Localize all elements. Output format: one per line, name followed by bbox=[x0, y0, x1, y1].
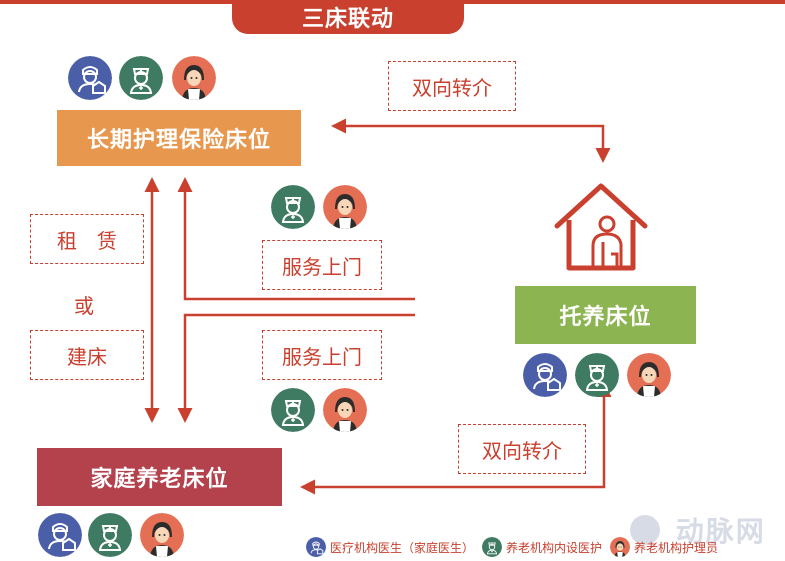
doctor-icon bbox=[306, 537, 326, 557]
family-bed-box: 家庭养老床位 bbox=[37, 448, 282, 506]
caregiver-icon bbox=[627, 353, 671, 397]
legend-label: 养老机构内设医护 bbox=[506, 540, 603, 555]
or-label: 或 bbox=[74, 294, 94, 318]
caregiver-icon bbox=[172, 56, 216, 100]
service-down-arrow bbox=[177, 313, 415, 423]
caregiver-icon bbox=[323, 388, 367, 432]
page-title: 三床联动 bbox=[232, 0, 464, 34]
legend-label: 医疗机构医生（家庭医生） bbox=[330, 540, 475, 555]
referral-bottom-line bbox=[300, 382, 612, 495]
rent-label: 租 赁 bbox=[30, 214, 144, 264]
watermark-logo-icon bbox=[630, 515, 660, 545]
nurse-icon bbox=[482, 537, 502, 557]
legend-item-doctor: 医疗机构医生（家庭医生） bbox=[306, 537, 474, 557]
caregiver-icon bbox=[610, 537, 630, 557]
nurse-icon bbox=[119, 56, 163, 100]
legend-item-nurse: 养老机构内设医护 bbox=[482, 537, 602, 557]
nurse-icon bbox=[271, 185, 315, 229]
referral-label-bottom: 双向转介 bbox=[458, 424, 586, 474]
ltc-bed-box: 长期护理保险床位 bbox=[57, 110, 301, 166]
service-up-arrow bbox=[177, 177, 415, 301]
caregiver-icon bbox=[140, 513, 184, 557]
referral-top-line bbox=[331, 118, 611, 163]
nurse-icon bbox=[271, 388, 315, 432]
service-label-lower: 服务上门 bbox=[262, 330, 382, 380]
doctor-icon bbox=[523, 353, 567, 397]
legend: 医疗机构医生（家庭医生） 养老机构内设医护 养老机构护理员 bbox=[306, 537, 784, 557]
watermark-text: 动脉网 bbox=[675, 515, 766, 548]
legend-label: 养老机构护理员 bbox=[634, 540, 719, 555]
doctor-icon bbox=[68, 56, 112, 100]
referral-label-top: 双向转介 bbox=[388, 61, 516, 111]
caregiver-icon bbox=[323, 185, 367, 229]
legend-item-caregiver: 养老机构护理员 bbox=[610, 537, 718, 557]
watermark: 动脉网 bbox=[630, 510, 766, 550]
nurse-icon bbox=[575, 353, 619, 397]
home-elder-icon bbox=[554, 183, 648, 271]
service-label-upper: 服务上门 bbox=[262, 240, 382, 290]
doctor-icon bbox=[38, 513, 82, 557]
build-bed-label: 建床 bbox=[30, 330, 144, 380]
nurse-icon bbox=[88, 513, 132, 557]
tuoyang-bed-box: 托养床位 bbox=[515, 286, 696, 344]
